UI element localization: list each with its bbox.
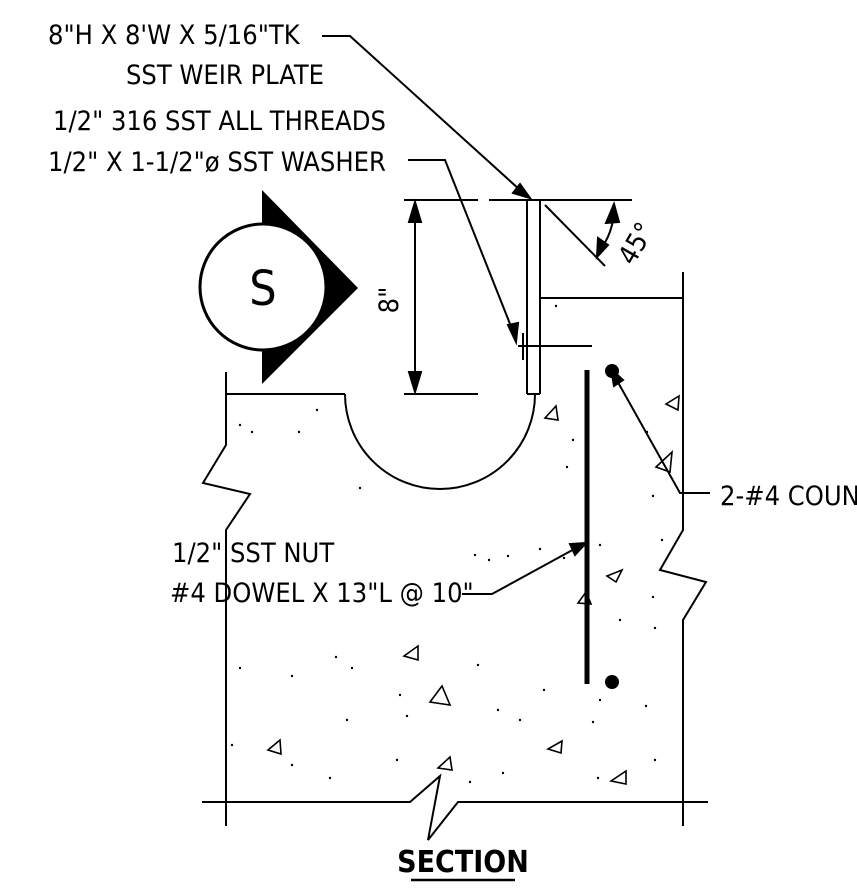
weir-plate-label-line2: SST WEIR PLATE	[126, 60, 324, 91]
washer-arrowhead	[506, 321, 520, 346]
nut-label: 1/2" SST NUT	[172, 538, 334, 569]
section-symbol-letter: S	[249, 261, 276, 317]
concrete-speckles	[230, 304, 664, 784]
dim-arrow-bottom	[407, 371, 423, 396]
height-dimension-label: 8"	[374, 287, 405, 314]
height-dimension	[404, 198, 478, 396]
weir-plate-arrowhead	[511, 182, 533, 200]
rebar-bottom	[605, 675, 619, 689]
weir-plate-label-line1: 8"H X 8'W X 5/16"TK	[48, 20, 301, 51]
dowel-leader	[462, 546, 579, 595]
dim-arrow-top	[407, 198, 423, 223]
all-threads-label: 1/2" 316 SST ALL THREADS	[53, 106, 386, 137]
section-symbol: S	[198, 190, 358, 384]
count-leader	[614, 376, 710, 494]
weir-plate	[489, 199, 541, 395]
dowel-arrowhead	[568, 541, 589, 557]
angle-label: 45°	[612, 217, 660, 270]
weir-plate-leader	[322, 35, 521, 191]
concrete-aggregate	[266, 394, 680, 785]
concrete-outline	[201, 272, 708, 841]
all-thread	[518, 333, 592, 360]
dowel-label: #4 DOWEL X 13"L @ 10"	[170, 578, 474, 609]
rebar-top	[605, 364, 619, 378]
count-label: 2-#4 COUNT	[720, 481, 857, 512]
angle-dimension	[540, 199, 632, 267]
section-symbol-circle	[198, 222, 328, 352]
washer-leader	[408, 159, 515, 335]
washer-label: 1/2" X 1-1/2"ø SST WASHER	[48, 147, 386, 178]
section-title: SECTION	[397, 845, 529, 880]
